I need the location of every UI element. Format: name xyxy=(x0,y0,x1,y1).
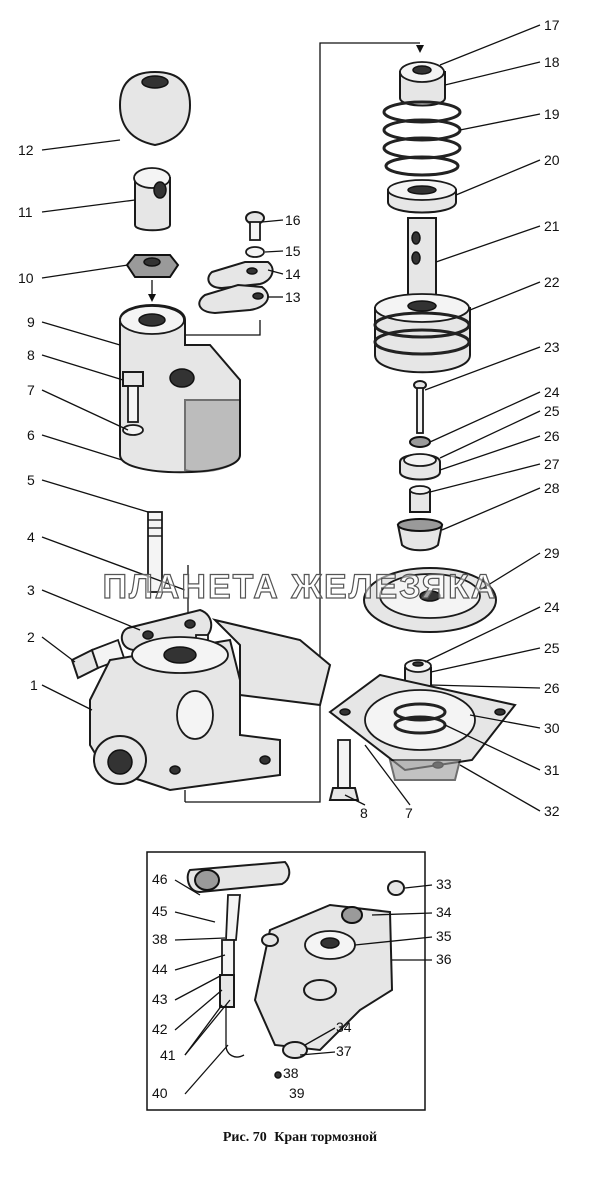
callout-39: 39 xyxy=(289,1085,305,1101)
callout-31: 31 xyxy=(544,762,560,778)
callout-44: 44 xyxy=(152,961,168,977)
callout-32: 32 xyxy=(544,803,560,819)
part-25-valve xyxy=(399,453,441,481)
callout-33: 33 xyxy=(436,876,452,892)
callout-34-lower: 34 xyxy=(336,1019,352,1035)
callout-42: 42 xyxy=(152,1021,168,1037)
callout-24: 24 xyxy=(544,384,560,400)
callout-7-lower: 7 xyxy=(405,805,413,821)
part-5-rod xyxy=(147,511,163,593)
callout-6: 6 xyxy=(27,427,35,443)
callout-19: 19 xyxy=(544,106,560,122)
callout-10: 10 xyxy=(18,270,34,286)
part-22-piston xyxy=(373,293,471,374)
part-1-lower-housing xyxy=(89,618,332,792)
arrow-down xyxy=(148,280,156,302)
part-16-screw xyxy=(245,211,265,241)
part-29-diaphragm xyxy=(363,567,497,633)
callout-3: 3 xyxy=(27,582,35,598)
callout-34: 34 xyxy=(436,904,452,920)
callout-2: 2 xyxy=(27,629,35,645)
callout-8: 8 xyxy=(27,347,35,363)
part-21-piston-rod xyxy=(407,217,437,309)
callout-18: 18 xyxy=(544,54,560,70)
part-8-bolt-lower xyxy=(328,739,360,801)
callout-46: 46 xyxy=(152,871,168,887)
callout-numbers: 1 2 3 4 5 6 7 8 9 10 11 12 13 14 15 16 1… xyxy=(18,17,560,821)
installation-inset xyxy=(146,851,426,1111)
callout-11: 11 xyxy=(18,204,33,220)
callout-27: 27 xyxy=(544,456,560,472)
part-8-bolt xyxy=(122,371,144,436)
callout-36: 36 xyxy=(436,951,452,967)
callout-30: 30 xyxy=(544,720,560,736)
part-32-base-plate xyxy=(328,673,517,781)
callout-8-lower: 8 xyxy=(360,805,368,821)
part-28-valve xyxy=(396,518,444,552)
callout-17: 17 xyxy=(544,17,560,33)
part-15-washer xyxy=(245,246,265,258)
callout-26: 26 xyxy=(544,428,560,444)
part-27-sleeve xyxy=(409,485,431,513)
callout-25-lower: 25 xyxy=(544,640,560,656)
part-12-boot xyxy=(118,70,192,147)
callout-26-lower: 26 xyxy=(544,680,560,696)
callout-40: 40 xyxy=(152,1085,168,1101)
callout-28: 28 xyxy=(544,480,560,496)
part-9-upper-housing xyxy=(119,304,241,474)
callout-23: 23 xyxy=(544,339,560,355)
callout-29: 29 xyxy=(544,545,560,561)
callout-25: 25 xyxy=(544,403,560,419)
part-13-plate xyxy=(198,283,269,315)
figure-caption: Рис. 70 Кран тормозной xyxy=(0,1130,600,1146)
part-14-plate xyxy=(207,261,274,290)
callout-43: 43 xyxy=(152,991,168,1007)
callout-38-lower: 38 xyxy=(283,1065,299,1081)
callout-14: 14 xyxy=(285,266,301,282)
part-20-seat xyxy=(387,179,457,214)
callout-37: 37 xyxy=(336,1043,352,1059)
part-2-bolt xyxy=(70,638,126,680)
inset-leader-lines xyxy=(174,879,433,1095)
callout-21: 21 xyxy=(544,218,560,234)
callout-35: 35 xyxy=(436,928,452,944)
callout-45: 45 xyxy=(152,903,168,919)
callout-41: 41 xyxy=(160,1047,176,1063)
callout-24-lower: 24 xyxy=(544,599,560,615)
callout-15: 15 xyxy=(285,243,301,259)
callout-16: 16 xyxy=(285,212,301,228)
part-19-spring xyxy=(382,100,462,177)
callout-12: 12 xyxy=(18,142,34,158)
callout-13: 13 xyxy=(285,289,301,305)
callout-5: 5 xyxy=(27,472,35,488)
callout-4: 4 xyxy=(27,529,35,545)
part-17-cap xyxy=(399,61,446,107)
part-24-ring xyxy=(409,436,431,448)
callout-38: 38 xyxy=(152,931,168,947)
assembly-connector-line xyxy=(184,42,424,803)
figure-title: Кран тормозной xyxy=(274,1130,378,1145)
part-11-eye xyxy=(133,167,171,232)
leader-lines xyxy=(41,24,541,812)
callout-20: 20 xyxy=(544,152,560,168)
figure-number: Рис. 70 xyxy=(222,1130,267,1145)
callout-9: 9 xyxy=(27,314,35,330)
callout-22: 22 xyxy=(544,274,560,290)
part-10-nut xyxy=(125,254,180,278)
part-23-pin xyxy=(413,380,427,434)
inset-callout-numbers: 46 45 38 44 43 42 41 40 33 34 35 36 34 3… xyxy=(152,871,452,1101)
callout-7: 7 xyxy=(27,382,35,398)
callout-1: 1 xyxy=(30,677,38,693)
